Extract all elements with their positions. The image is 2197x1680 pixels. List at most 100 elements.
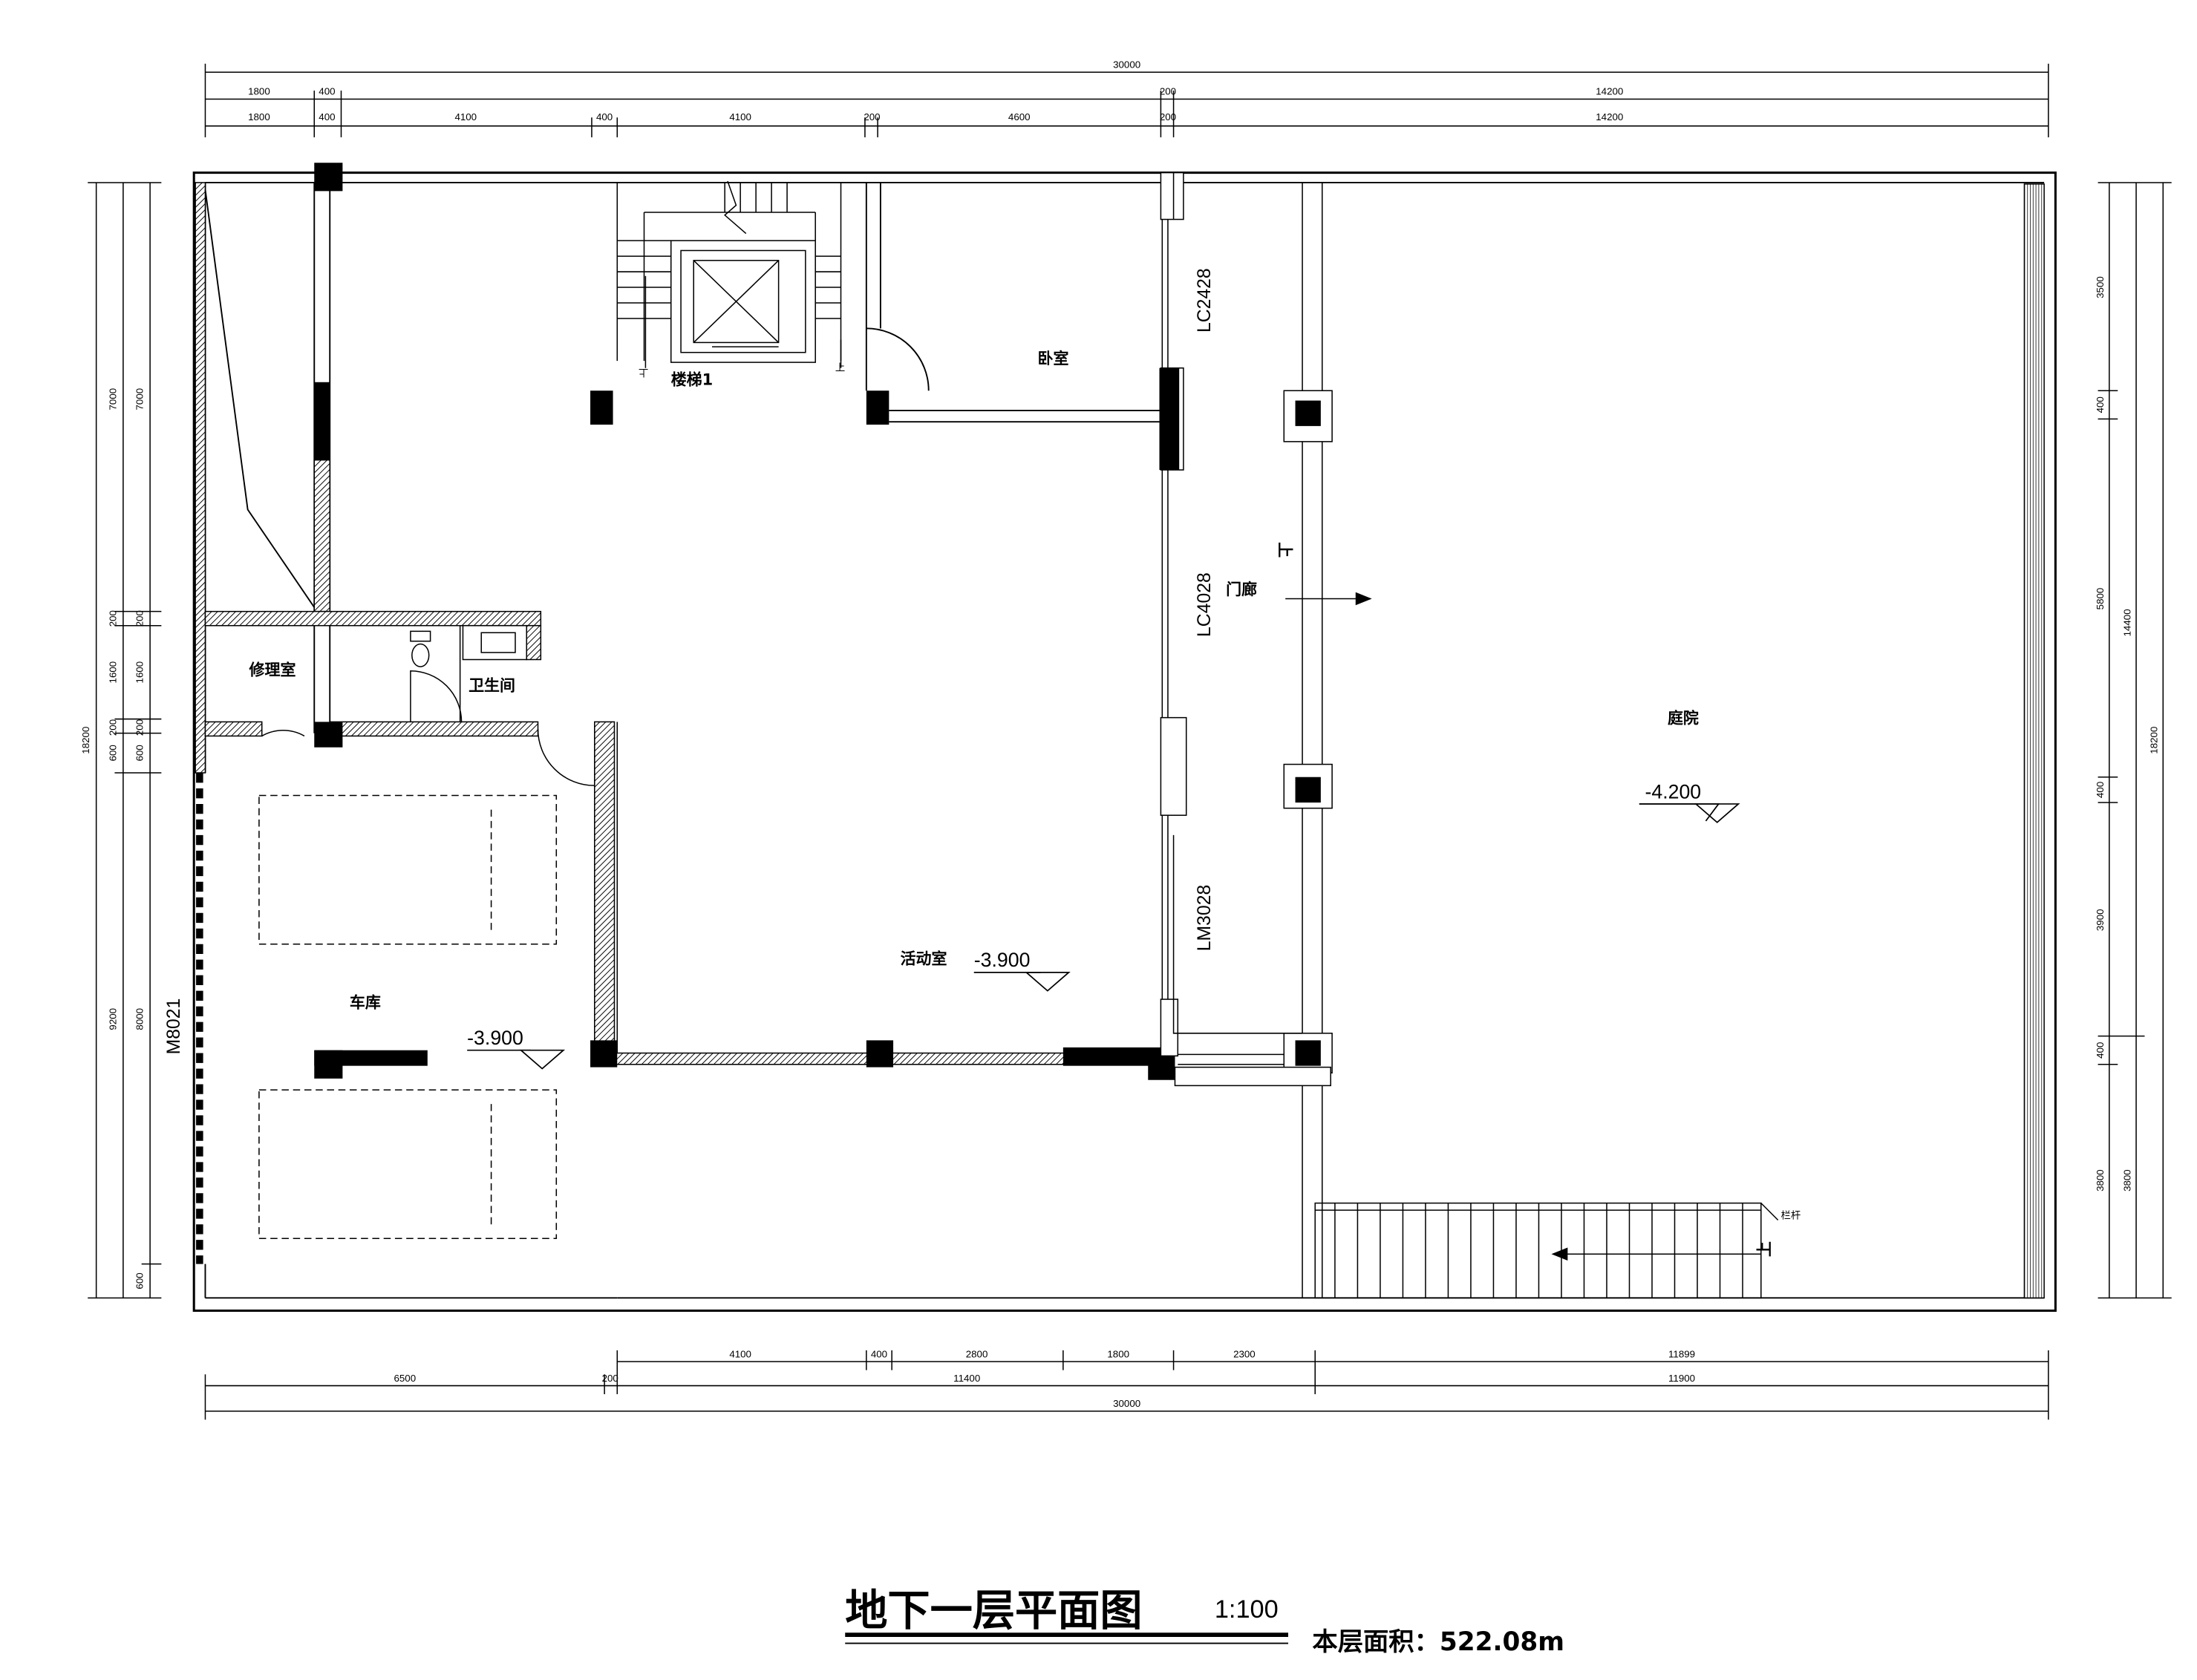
right-dim-texts: 3500 400 5800 400 3900 400 3800 14400 38… xyxy=(2095,276,2159,1192)
room-label-activity: 活动室 xyxy=(901,950,947,967)
dim-text: 3800 xyxy=(2095,1169,2106,1192)
left-dim-texts: 7000 200 1600 200 600 9200 7000 200 1600… xyxy=(80,388,145,1290)
outer-walls xyxy=(192,171,2057,1313)
dim-text: 9200 xyxy=(107,1008,118,1030)
right-dimensions xyxy=(2098,182,2172,1299)
dim-text: 400 xyxy=(871,1348,887,1359)
stair-elevator xyxy=(616,180,842,368)
porch-up-marker: 上 xyxy=(1276,542,1294,558)
dim-text: 5800 xyxy=(2095,588,2106,610)
dim-text: 7000 xyxy=(134,388,146,411)
dim-text: 1800 xyxy=(1107,1348,1129,1359)
courtyard-stair xyxy=(1314,1202,1779,1299)
dim-text: 8000 xyxy=(134,1008,146,1030)
dim-text: 3900 xyxy=(2095,909,2106,931)
dim-text: 2800 xyxy=(966,1348,988,1359)
dim-text: 2300 xyxy=(1233,1348,1256,1359)
room-label-stair: 楼梯1 xyxy=(671,371,714,389)
dim-text: 4100 xyxy=(729,111,751,122)
court-up-marker: 上 xyxy=(1755,1241,1773,1257)
dim-bottom-total: 30000 xyxy=(1113,1398,1140,1409)
bedroom-wall xyxy=(865,182,1160,423)
dim-text: 11900 xyxy=(1668,1373,1695,1384)
dim-top-total: 30000 xyxy=(1113,59,1140,71)
bottom-dim-texts: 4100 400 2800 1800 2300 11899 6500 200 1… xyxy=(394,1348,1695,1409)
west-ramp-line xyxy=(204,189,318,612)
dim-text: 200 xyxy=(1160,111,1176,122)
dim-text: 1800 xyxy=(248,86,270,97)
stair-up-marker: 上 xyxy=(835,362,845,373)
dim-text: 400 xyxy=(319,111,335,122)
door-code-lm3028: LM3028 xyxy=(1195,885,1215,952)
door-code-m8021: M8021 xyxy=(164,998,184,1055)
top-dimensions xyxy=(204,63,2049,137)
dim-text: 4600 xyxy=(1008,111,1031,122)
parking-bays xyxy=(258,794,558,1240)
dim-text: 14400 xyxy=(2121,609,2132,636)
level-courtyard: -4.200 xyxy=(1645,780,1701,803)
room-label-toilet: 卫生间 xyxy=(469,676,515,694)
dim-right-total: 18200 xyxy=(2149,727,2160,754)
room-label-garage: 车库 xyxy=(350,993,381,1011)
railing-label: 栏杆 xyxy=(1781,1210,1801,1221)
porch-structure xyxy=(1172,182,1372,1298)
level-triangles xyxy=(467,803,1740,1070)
floor-area: 本层面积：522.08m xyxy=(1312,1627,1564,1657)
dim-text: 11899 xyxy=(1668,1348,1695,1359)
dim-text: 400 xyxy=(2095,1042,2106,1059)
window-code-lc4028: LC4028 xyxy=(1195,572,1215,637)
room-label-bedroom: 卧室 xyxy=(1038,350,1069,367)
dim-left-total: 18200 xyxy=(80,727,91,754)
dim-text: 4100 xyxy=(729,1348,751,1359)
dim-text: 400 xyxy=(2095,396,2106,413)
window-code-lc2428: LC2428 xyxy=(1195,268,1215,333)
dim-text: 200 xyxy=(134,610,146,627)
top-dim-texts: 30000 1800 400 200 14200 1800 400 4100 4… xyxy=(248,59,1623,123)
dim-text: 200 xyxy=(107,719,118,736)
dim-text: 7000 xyxy=(107,388,118,411)
stair-up-marker: 上 xyxy=(639,367,648,379)
dim-text: 14200 xyxy=(1596,86,1623,97)
dim-text: 4100 xyxy=(454,111,477,122)
room-label-repair: 修理室 xyxy=(249,661,296,679)
glazing-line xyxy=(1160,171,1187,1057)
title-block: 地下一层平面图 1:100 本层面积：522.08m xyxy=(845,1586,1564,1657)
dim-text: 6500 xyxy=(394,1373,416,1384)
dim-text: 400 xyxy=(319,86,335,97)
interior-wall-west xyxy=(313,182,331,733)
dim-text: 200 xyxy=(107,610,118,627)
repair-door-swing xyxy=(261,730,305,737)
dim-text: 400 xyxy=(2095,782,2106,798)
service-walls xyxy=(204,610,618,1056)
bottom-dimensions xyxy=(204,1350,2049,1420)
east-wall-hatch xyxy=(2023,183,2045,1299)
dim-text: 1600 xyxy=(107,661,118,684)
dim-text: 200 xyxy=(602,1373,618,1384)
dim-text: 600 xyxy=(134,1272,146,1289)
level-garage: -3.900 xyxy=(467,1027,523,1049)
left-dimensions xyxy=(88,182,162,1299)
dim-text: 200 xyxy=(1160,86,1176,97)
room-label-porch: 门廊 xyxy=(1226,581,1257,598)
drawing-title: 地下一层平面图 xyxy=(845,1586,1142,1635)
dim-text: 400 xyxy=(596,111,613,122)
dim-text: 600 xyxy=(107,745,118,761)
west-wall-hatch xyxy=(195,182,206,774)
drawing-scale: 1:100 xyxy=(1215,1595,1279,1624)
toilet-fixtures xyxy=(410,624,528,722)
room-label-courtyard: 庭院 xyxy=(1668,709,1699,727)
dim-text: 200 xyxy=(134,719,146,736)
garage-door-swing xyxy=(537,728,595,786)
dim-text: 200 xyxy=(864,111,880,122)
dim-text: 11400 xyxy=(953,1373,980,1384)
dim-text: 3800 xyxy=(2121,1169,2132,1192)
dim-text: 600 xyxy=(134,745,146,761)
dim-text: 14200 xyxy=(1596,111,1623,122)
dim-text: 1800 xyxy=(248,111,270,122)
dim-text: 1600 xyxy=(134,661,146,684)
dim-text: 3500 xyxy=(2095,276,2106,298)
level-activity: -3.900 xyxy=(974,949,1031,971)
wall-solid-segment xyxy=(1062,1047,1163,1066)
